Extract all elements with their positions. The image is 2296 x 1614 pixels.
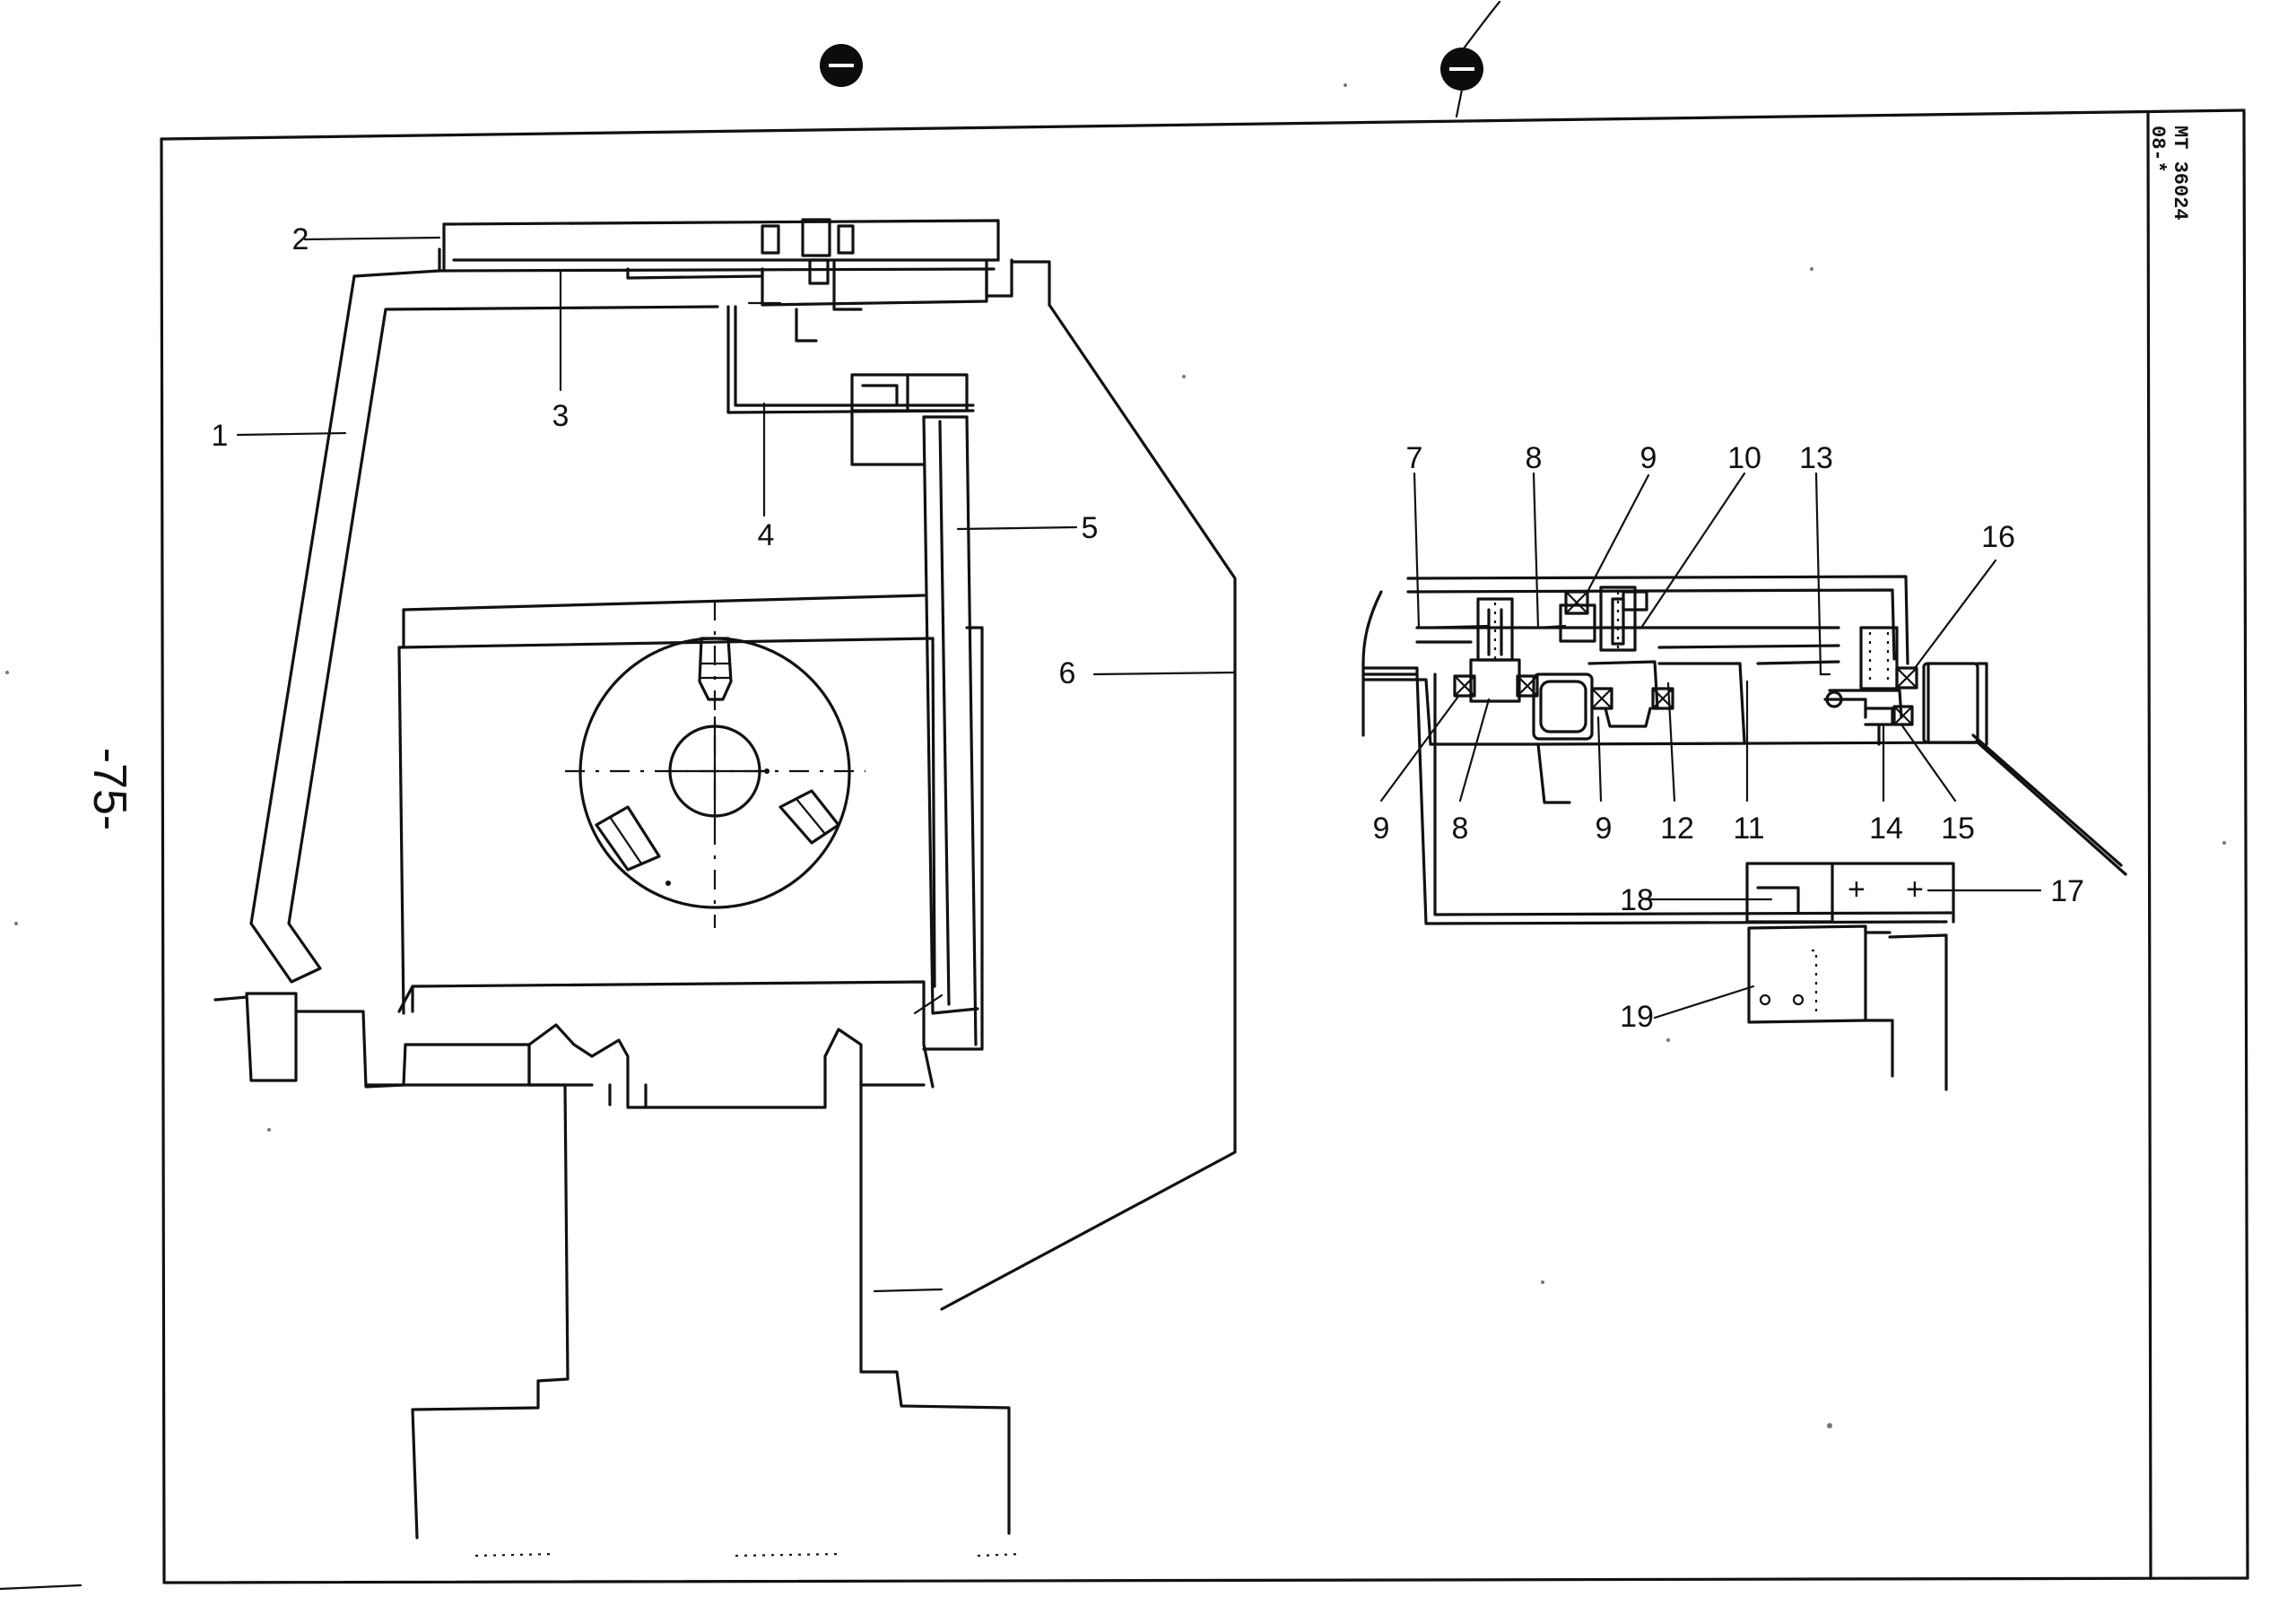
document-ref-line2: 08-* bbox=[2146, 126, 2169, 173]
callout-5: 5 bbox=[1082, 511, 1099, 545]
page-number-group: -75- bbox=[83, 748, 135, 830]
callout-17: 17 bbox=[2050, 874, 2084, 908]
callout-2: 2 bbox=[292, 222, 309, 256]
callout-18: 18 bbox=[1620, 883, 1654, 917]
callout-9-bottom: 9 bbox=[1596, 811, 1613, 846]
callout-9-top: 9 bbox=[1640, 441, 1657, 475]
callout-16: 16 bbox=[1981, 520, 2015, 554]
callout-1: 1 bbox=[212, 419, 229, 453]
callout-6: 6 bbox=[1059, 656, 1076, 690]
callout-13: 13 bbox=[1799, 441, 1833, 475]
callout-9-left: 9 bbox=[1373, 811, 1390, 846]
sheet-frame bbox=[0, 108, 2249, 1591]
page-number: -75- bbox=[83, 748, 135, 830]
callout-14: 14 bbox=[1869, 811, 1903, 846]
callout-11: 11 bbox=[1733, 811, 1764, 846]
binder-punch-holes bbox=[820, 0, 1501, 118]
svg-text:+: + bbox=[1848, 872, 1866, 907]
callout-12: 12 bbox=[1660, 811, 1694, 846]
left-assembly-view: 1 2 3 4 5 6 bbox=[212, 218, 1237, 1558]
document-ref-line1: MT 36024 bbox=[2169, 126, 2191, 221]
callout-8-top: 8 bbox=[1526, 441, 1543, 475]
document-ref-group: MT 36024 08-* bbox=[2146, 126, 2191, 221]
callout-4: 4 bbox=[758, 518, 775, 552]
callout-3: 3 bbox=[552, 399, 570, 433]
callout-7: 7 bbox=[1406, 441, 1423, 475]
callout-19: 19 bbox=[1620, 1000, 1654, 1034]
scan-noise bbox=[5, 83, 2226, 1428]
callout-8-bottom: 8 bbox=[1452, 811, 1469, 846]
callout-10: 10 bbox=[1727, 441, 1761, 475]
right-detail-view: + + 7 8 9 10 13 16 9 8 9 12 11 bbox=[1361, 441, 2127, 1091]
callout-15: 15 bbox=[1941, 811, 1975, 846]
svg-text:+: + bbox=[1906, 872, 1924, 907]
